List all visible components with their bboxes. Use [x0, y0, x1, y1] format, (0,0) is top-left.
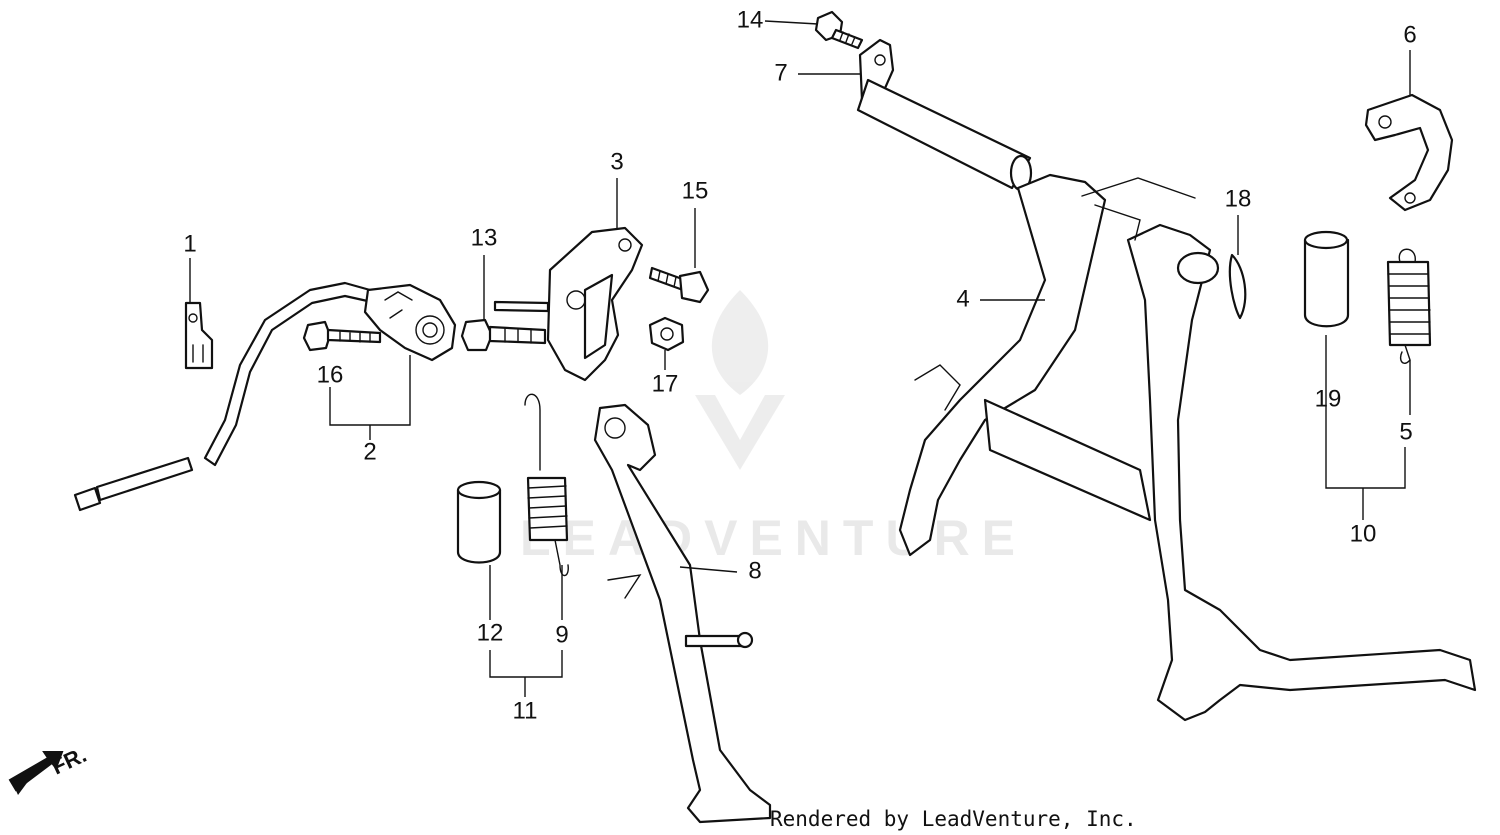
- part-pivot-shaft[interactable]: [856, 38, 1033, 192]
- callout-7: 7: [774, 59, 787, 86]
- watermark-text: LEADVENTURE: [520, 510, 1027, 566]
- callout-5: 5: [1399, 418, 1412, 445]
- callout-13: 13: [471, 224, 498, 251]
- callout-18: 18: [1225, 185, 1252, 212]
- part-bolt-16[interactable]: [302, 320, 382, 352]
- callout-2: 2: [363, 438, 376, 465]
- callout-10: 10: [1350, 520, 1377, 547]
- callout-8: 8: [748, 557, 761, 584]
- callout-17: 17: [652, 370, 679, 397]
- part-bolt-15[interactable]: [648, 266, 710, 304]
- part-spring-9[interactable]: [524, 393, 569, 577]
- callout-15: 15: [682, 177, 709, 204]
- part-cotter-pin[interactable]: [1228, 253, 1247, 320]
- part-cable-clamp[interactable]: [184, 301, 214, 370]
- callout-labels: 1 2 3 4 5 6 7 8 9 10 11 12 13 14 15 16 1…: [183, 6, 1416, 724]
- footer-credit: Rendered by LeadVenture, Inc.: [770, 807, 1137, 831]
- part-collar-12[interactable]: [456, 480, 502, 564]
- callout-19: 19: [1315, 385, 1342, 412]
- callout-9: 9: [555, 621, 568, 648]
- callout-16: 16: [317, 361, 344, 388]
- leader-lines: [189, 20, 1411, 697]
- part-shoulder-bolt-13[interactable]: [460, 318, 547, 352]
- callout-14: 14: [737, 6, 764, 33]
- callout-11: 11: [513, 697, 538, 724]
- callout-6: 6: [1403, 21, 1416, 48]
- direction-label: FR.: [48, 742, 91, 780]
- part-bolt-14[interactable]: [814, 10, 864, 50]
- part-collar-19[interactable]: [1303, 230, 1350, 328]
- part-nut-17[interactable]: [648, 316, 685, 352]
- callout-1: 1: [183, 230, 196, 257]
- front-direction-arrow-icon: [8, 751, 64, 795]
- part-bracket[interactable]: [493, 226, 644, 382]
- callout-4: 4: [956, 285, 969, 312]
- part-side-stand-switch[interactable]: [73, 281, 457, 512]
- part-side-stand[interactable]: [593, 403, 772, 824]
- part-main-stand[interactable]: [898, 173, 1477, 722]
- callout-3: 3: [610, 148, 623, 175]
- leadventure-flame-logo-icon: [695, 290, 785, 470]
- callout-12: 12: [477, 619, 504, 646]
- part-stopper[interactable]: [1364, 93, 1454, 212]
- part-spring-5[interactable]: [1386, 248, 1432, 364]
